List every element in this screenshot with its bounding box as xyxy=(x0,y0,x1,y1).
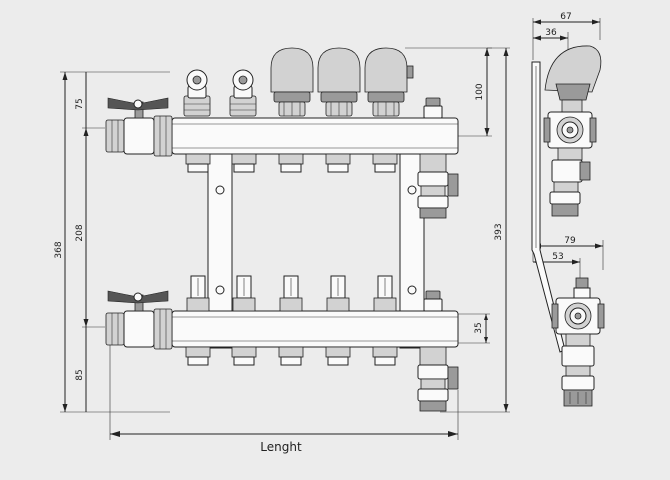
lower-drain-valve xyxy=(417,346,459,412)
thermal-actuators xyxy=(270,47,414,117)
flow-meters xyxy=(186,275,443,312)
dim-53-label: 53 xyxy=(552,252,563,262)
lower-outlets xyxy=(185,346,398,366)
dim-79-label: 79 xyxy=(564,236,576,246)
upper-ball-valve xyxy=(105,97,173,157)
dim-393-label: 393 xyxy=(494,223,504,240)
right-dimension-lines xyxy=(405,47,510,413)
mounting-brackets xyxy=(207,117,425,349)
lower-manifold-bar xyxy=(171,310,459,348)
left-dimension-lines xyxy=(60,71,170,413)
dim-35-label: 35 xyxy=(474,322,484,333)
side-view xyxy=(531,45,605,407)
dim-36-label: 36 xyxy=(545,28,557,38)
manual-valve-heads xyxy=(183,69,257,117)
dim-368-label: 368 xyxy=(54,241,64,258)
length-label: Lenght xyxy=(260,440,302,454)
upper-drain-valve xyxy=(417,153,459,219)
dim-100-label: 100 xyxy=(475,83,485,100)
dim-75-label: 75 xyxy=(75,98,85,109)
upper-air-vent xyxy=(423,97,443,119)
dim-208-label: 208 xyxy=(75,224,85,241)
upper-outlets xyxy=(185,153,398,173)
length-dimension-line xyxy=(109,330,459,440)
upper-manifold-bar xyxy=(171,117,459,155)
dim-67-label: 67 xyxy=(560,12,571,22)
lower-ball-valve xyxy=(105,290,173,350)
dim-85-label: 85 xyxy=(75,369,85,380)
